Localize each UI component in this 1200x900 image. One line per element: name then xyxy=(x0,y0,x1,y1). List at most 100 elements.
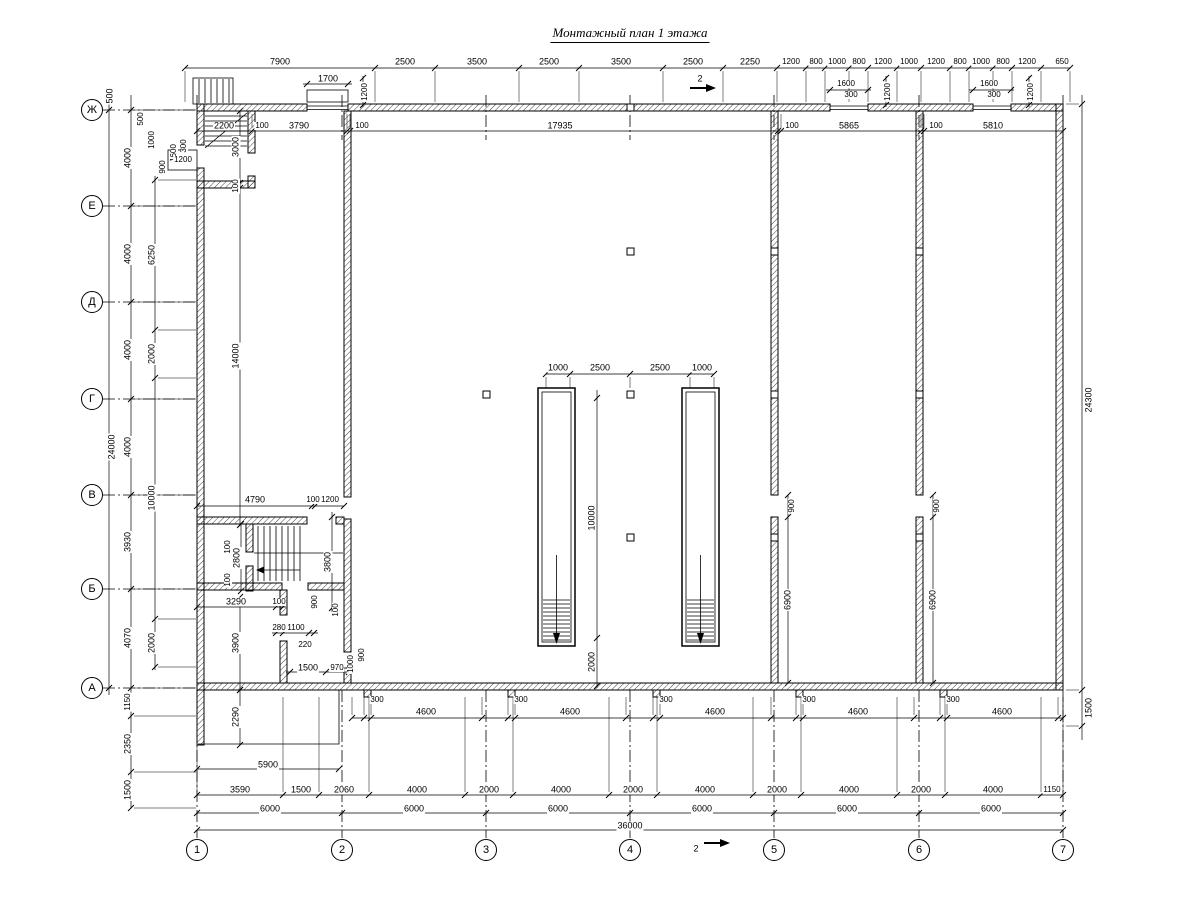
dim-label: 5900 xyxy=(256,759,280,770)
dim-label: 2500 xyxy=(648,362,672,373)
dim-label: 4600 xyxy=(990,706,1014,717)
dim-label: 10000 xyxy=(586,504,597,532)
dim-label: 4000 xyxy=(122,435,133,459)
column-markers xyxy=(482,103,924,542)
dim-label: 2000 xyxy=(621,784,645,795)
dim-label: 300 xyxy=(369,695,385,704)
dim-label: 1000 xyxy=(827,57,847,66)
dim-label: 300 xyxy=(179,138,188,154)
axis-bubble-В: В xyxy=(81,484,103,506)
dim-label: 1600 xyxy=(836,79,856,88)
axis-bubble-6: 6 xyxy=(908,839,930,861)
dim-label: 4000 xyxy=(693,784,717,795)
dim-label: 3290 xyxy=(224,596,248,607)
dim-label: 7900 xyxy=(268,56,292,67)
dim-label: 4000 xyxy=(981,784,1005,795)
dim-label: 100 xyxy=(354,121,370,130)
dim-label: 970 xyxy=(329,663,345,672)
dim-label: 650 xyxy=(1054,57,1070,66)
dim-label: 1000 xyxy=(971,57,991,66)
dim-label: 2500 xyxy=(537,56,561,67)
dim-label: 10000 xyxy=(146,484,157,512)
dim-label: 2800 xyxy=(231,546,242,570)
dim-label: 3790 xyxy=(287,120,311,131)
dim-label: 1100 xyxy=(286,623,306,632)
dim-label: 4070 xyxy=(122,626,133,650)
dim-label: 1200 xyxy=(781,57,801,66)
dim-label: 900 xyxy=(787,498,796,514)
dim-label: 2000 xyxy=(146,631,157,655)
dim-label: 4000 xyxy=(122,146,133,170)
dim-label: 3930 xyxy=(122,530,133,554)
dim-label: 6000 xyxy=(258,803,282,814)
dim-label: 2000 xyxy=(586,650,597,674)
dim-label: 2000 xyxy=(146,342,157,366)
dim-label: 280 xyxy=(271,623,287,632)
dim-label: 1200 xyxy=(173,155,193,164)
exterior-stair xyxy=(192,77,234,105)
dim-label: 300 xyxy=(945,695,961,704)
dimension-lines xyxy=(105,64,1086,834)
dim-label: 3500 xyxy=(609,56,633,67)
axis-bubble-А: А xyxy=(81,677,103,699)
dim-label: 6900 xyxy=(927,588,938,612)
walls xyxy=(196,103,1064,746)
dim-label: 4000 xyxy=(122,338,133,362)
dim-label: 4600 xyxy=(558,706,582,717)
dim-label: 6000 xyxy=(690,803,714,814)
axis-bubble-4: 4 xyxy=(619,839,641,861)
dim-label: 4790 xyxy=(243,494,267,505)
dim-label: 4000 xyxy=(122,242,133,266)
axis-bubble-5: 5 xyxy=(763,839,785,861)
axis-bubble-Ж: Ж xyxy=(81,99,103,121)
dim-label: 5810 xyxy=(981,120,1005,131)
dim-label: 300 xyxy=(513,695,529,704)
axis-bubble-7: 7 xyxy=(1052,839,1074,861)
dim-label: 1600 xyxy=(979,79,999,88)
dim-label: 17935 xyxy=(546,120,574,131)
dim-label: 1500 xyxy=(296,662,320,673)
dim-label: 1000 xyxy=(899,57,919,66)
dim-label: 100 xyxy=(223,572,232,588)
dim-label: 1500 xyxy=(289,784,313,795)
dim-label: 1000 xyxy=(346,654,355,674)
escalator-shaft-left xyxy=(537,387,576,647)
dim-label: 900 xyxy=(932,498,941,514)
dim-label: 300 xyxy=(986,90,1002,99)
axis-bubble-Г: Г xyxy=(81,388,103,410)
dim-label: 800 xyxy=(808,57,824,66)
dim-label: 1000 xyxy=(147,130,156,150)
dim-label: 5865 xyxy=(837,120,861,131)
axis-bubble-2: 2 xyxy=(331,839,353,861)
dim-label: 1200 xyxy=(883,82,892,102)
dim-label: 2350 xyxy=(122,732,133,756)
dim-label: 500 xyxy=(136,111,145,127)
dim-label: 24300 xyxy=(1083,386,1094,414)
dim-label: 24000 xyxy=(106,433,117,461)
porch-and-canopies xyxy=(167,89,349,745)
dim-label: 220 xyxy=(297,640,313,649)
dim-label: 900 xyxy=(158,159,167,175)
dim-label: 2500 xyxy=(588,362,612,373)
dim-label: 1200 xyxy=(320,495,340,504)
dim-label: 14000 xyxy=(230,342,241,370)
dim-label: 6000 xyxy=(835,803,859,814)
dim-label: 1500 xyxy=(1083,696,1094,720)
dim-label: 100 xyxy=(231,178,240,194)
dim-label: 900 xyxy=(310,594,319,610)
dim-label: 100 xyxy=(928,121,944,130)
dim-label: 1200 xyxy=(1026,82,1035,102)
dim-label: 6000 xyxy=(979,803,1003,814)
dim-label: 100 xyxy=(784,121,800,130)
dim-label: 36000 xyxy=(616,820,644,831)
dim-label: 800 xyxy=(851,57,867,66)
dim-label: 1200 xyxy=(360,82,369,102)
dim-label: 4600 xyxy=(414,706,438,717)
stairwell-mid-left xyxy=(254,526,343,581)
axis-bubble-3: 3 xyxy=(475,839,497,861)
dim-label: 4600 xyxy=(846,706,870,717)
dim-label: 1700 xyxy=(316,73,340,84)
dim-label: 500 xyxy=(104,87,115,105)
